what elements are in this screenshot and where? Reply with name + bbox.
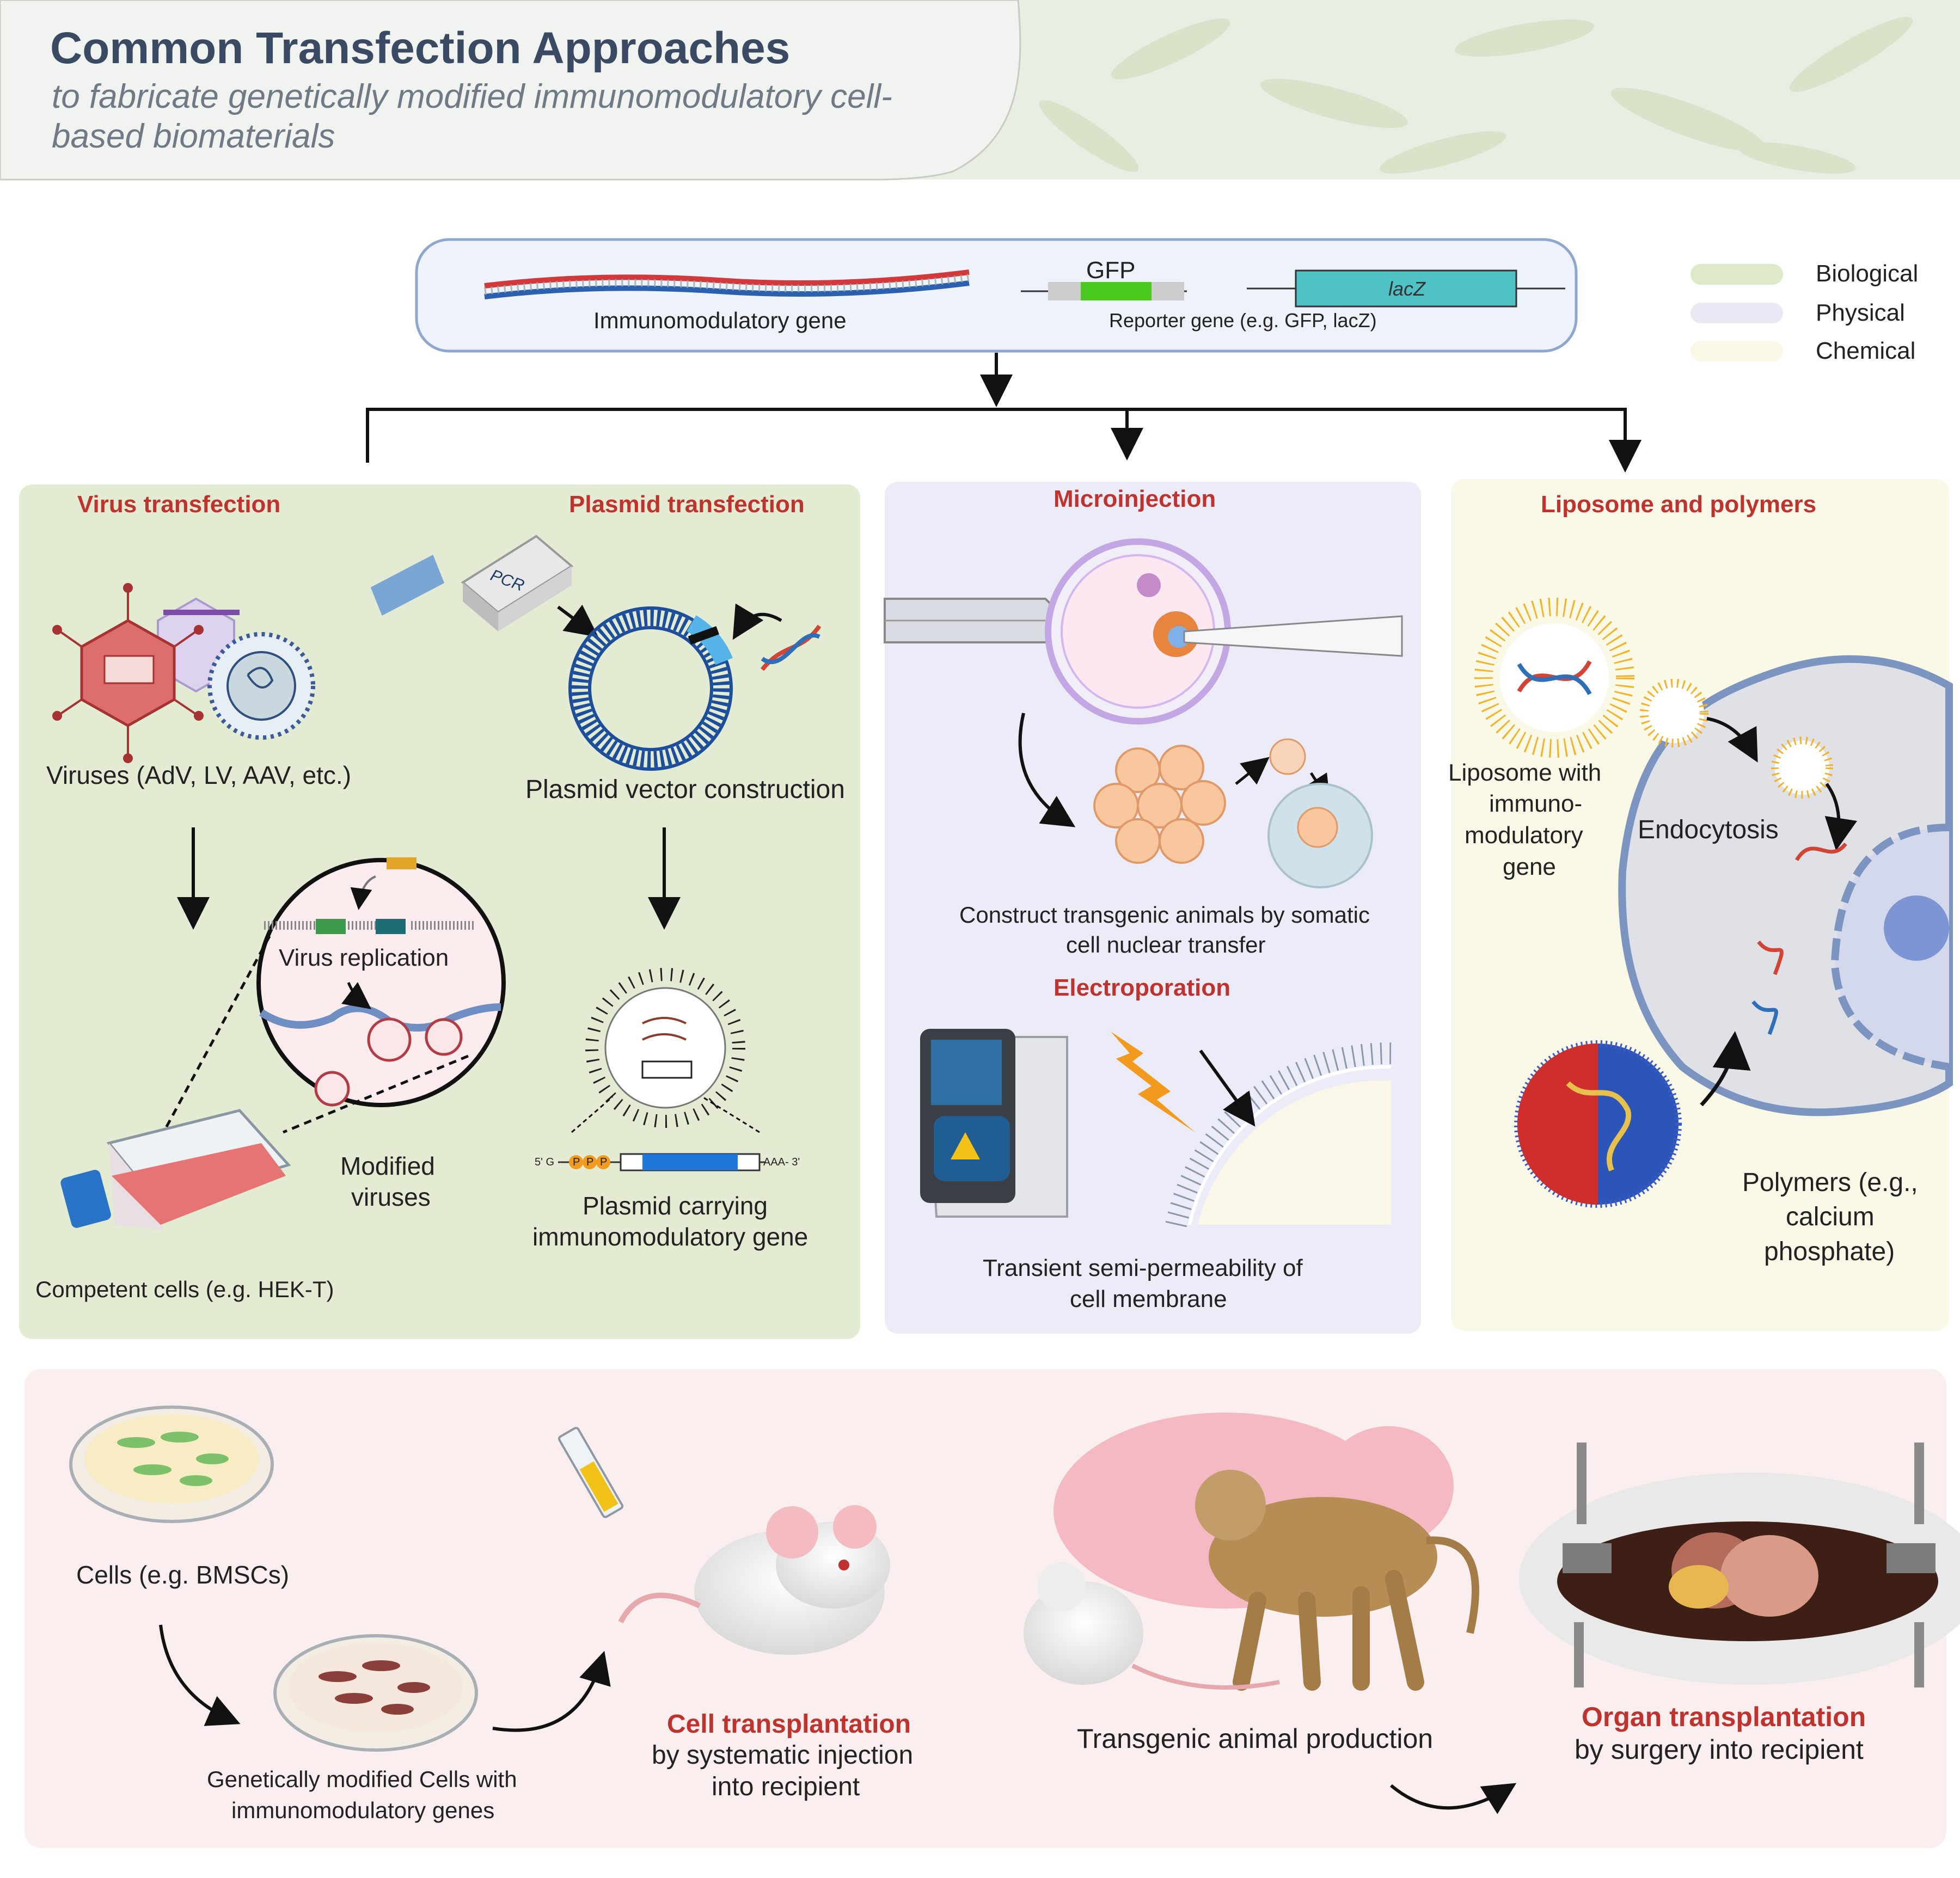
polymers-label-1: Polymers (e.g., xyxy=(1742,1168,1918,1197)
endosome xyxy=(1771,737,1833,799)
reporter-gene-label: Reporter gene (e.g. GFP, lacZ) xyxy=(1109,309,1377,332)
pcr-machine-icon xyxy=(370,535,574,631)
plasmid-carrying-label-1: Plasmid carrying xyxy=(583,1192,768,1220)
mouse-icon xyxy=(618,1505,890,1655)
legend-swatches xyxy=(1690,264,1783,361)
legend-chemical: Chemical xyxy=(1816,337,1916,364)
plasmid-vector-label: Plasmid vector construction xyxy=(525,775,845,804)
liposome-label-4: gene xyxy=(1503,854,1556,880)
organ-transplantation-title: Organ transplantation xyxy=(1582,1702,1866,1732)
nanoparticle-icon xyxy=(1514,1040,1682,1208)
organ-transplantation-subtitle: by surgery into recipient xyxy=(1575,1734,1864,1765)
polymers-label-3: phosphate) xyxy=(1764,1237,1895,1266)
legend-biological: Biological xyxy=(1816,260,1919,287)
plasmid-carrying-label-2: immunomodulatory gene xyxy=(532,1223,808,1251)
immunomodulatory-gene-label: Immunomodulatory gene xyxy=(593,308,847,333)
virus-replication-zoom xyxy=(256,857,506,1107)
electroporator-icon xyxy=(920,1029,1068,1218)
gm-cells-label-2: immunomodulatory genes xyxy=(231,1797,495,1823)
cell-transplantation-title: Cell transplantation xyxy=(667,1710,911,1739)
gm-cells-label-1: Genetically modified Cells with xyxy=(207,1766,517,1792)
petri-dish-green xyxy=(69,1406,274,1523)
plasmid-ring-icon xyxy=(568,606,733,771)
three-prime-label: AAA- 3' xyxy=(763,1156,800,1168)
virus-illustrations xyxy=(52,583,315,763)
large-liposome-icon xyxy=(1474,598,1634,758)
electric-bolt-icon xyxy=(1111,1032,1195,1132)
endocytosis-label: Endocytosis xyxy=(1638,815,1779,844)
page-subtitle-line-1: to fabricate genetically modified immuno… xyxy=(52,78,892,115)
five-prime-label: 5' G xyxy=(535,1156,555,1168)
page-title: Common Transfection Approaches xyxy=(50,23,791,73)
small-liposome xyxy=(1640,679,1708,747)
petri-dish-modified xyxy=(273,1634,478,1752)
phosphate-label-2: P xyxy=(586,1156,594,1168)
dna-helix-pair xyxy=(1751,940,1784,1035)
gfp-label: GFP xyxy=(1086,257,1136,284)
euglena-pattern xyxy=(1039,17,1913,174)
dna-helix-icon xyxy=(760,624,822,671)
electroporation-title: Electroporation xyxy=(1054,974,1231,1001)
virus-transfection-title: Virus transfection xyxy=(77,491,281,518)
cell-transplantation-line-1: by systematic injection xyxy=(652,1741,914,1770)
liposome-polymers-title: Liposome and polymers xyxy=(1541,491,1817,518)
phosphate-label-1: P xyxy=(573,1156,580,1168)
cell-transplantation-line-2: into recipient xyxy=(712,1772,860,1801)
phosphate-label-3: P xyxy=(600,1156,608,1168)
holding-pipette xyxy=(884,598,1059,643)
polymers-label-2: calcium xyxy=(1786,1202,1875,1231)
surgery-organs-icon xyxy=(1519,1443,1960,1687)
liposome-plasmid-icon xyxy=(585,968,745,1128)
cells-label: Cells (e.g. BMSCs) xyxy=(76,1561,290,1589)
competent-cells-label: Competent cells (e.g. HEK-T) xyxy=(35,1276,334,1302)
liposome-label-1: Liposome with xyxy=(1448,759,1602,786)
transient-label-2: cell membrane xyxy=(1070,1286,1227,1312)
scnt-label-1: Construct transgenic animals by somatic xyxy=(959,902,1370,928)
liposome-label-3: modulatory xyxy=(1465,822,1583,849)
target-cell-icon xyxy=(1618,655,1953,1116)
gene-box xyxy=(415,238,1578,353)
connector-arrows xyxy=(366,353,1641,472)
modified-viruses-label-1: Modified xyxy=(340,1152,435,1180)
gene-construct-icon xyxy=(558,1153,765,1171)
page-subtitle-line-2: based biomaterials xyxy=(52,118,335,155)
embryo-cells xyxy=(1093,745,1226,864)
legend-physical: Physical xyxy=(1816,299,1905,326)
injection-needle xyxy=(1183,615,1403,657)
monkey-icon xyxy=(1195,1470,1479,1691)
header-band xyxy=(0,0,1960,181)
released-dna-icon xyxy=(1795,842,1847,861)
microinjection-title: Microinjection xyxy=(1054,486,1216,512)
syringe-icon xyxy=(558,1427,623,1518)
culture-flask-icon xyxy=(60,1109,291,1230)
liposome-label-2: immuno- xyxy=(1489,790,1583,817)
rat-icon xyxy=(1024,1562,1280,1690)
dna-strand-icon xyxy=(484,269,970,299)
transgenic-animal-label: Transgenic animal production xyxy=(1077,1723,1434,1754)
transient-label-1: Transient semi-permeability of xyxy=(983,1255,1303,1281)
virus-replication-label: Virus replication xyxy=(279,944,449,971)
lacz-label: lacZ xyxy=(1388,278,1426,300)
scnt-label-2: cell nuclear transfer xyxy=(1066,932,1266,958)
plasmid-transfection-title: Plasmid transfection xyxy=(569,491,805,518)
modified-viruses-label-2: viruses xyxy=(351,1183,431,1211)
viruses-label: Viruses (AdV, LV, AAV, etc.) xyxy=(46,761,352,789)
